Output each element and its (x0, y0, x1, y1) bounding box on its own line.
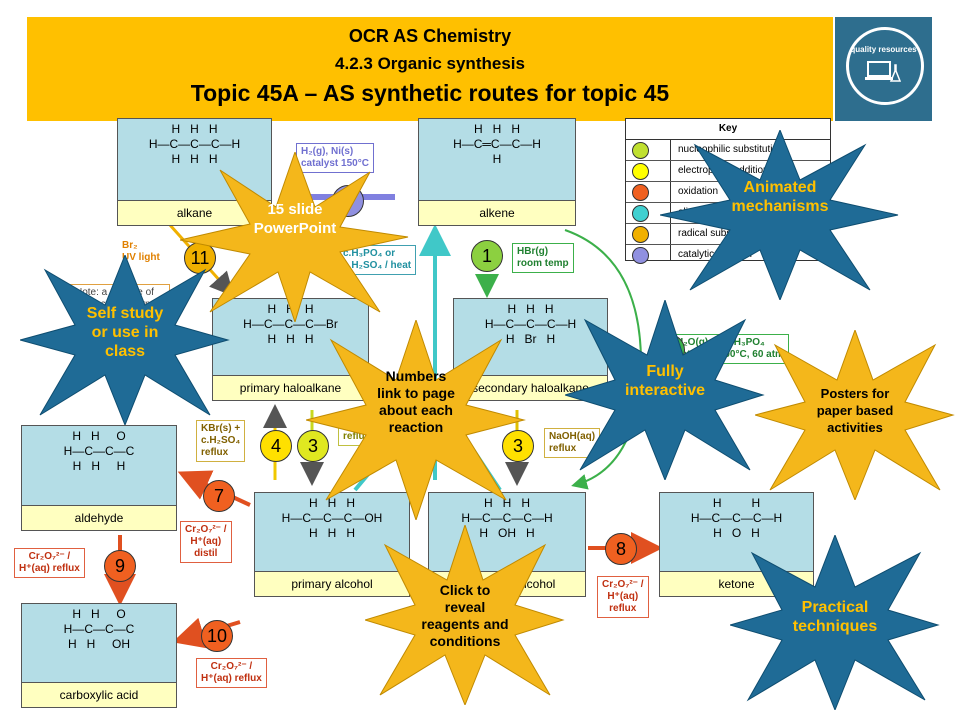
key-dot-icon (632, 247, 649, 264)
title-banner: OCR AS Chemistry 4.2.3 Organic synthesis… (27, 17, 833, 121)
conditions-9: Cr₂O₇²⁻ / H⁺(aq) reflux (14, 548, 85, 578)
logo-circle (846, 27, 924, 105)
name-alkene: alkene (419, 200, 575, 225)
reaction-number-3a[interactable]: 3 (297, 430, 329, 462)
conditions-8: Cr₂O₇²⁻ / H⁺(aq) reflux (597, 576, 649, 618)
molecule-carboxylic-acid[interactable]: H H O H—C—C—C H H OH carboxylic acid (21, 603, 177, 708)
star-posters (755, 330, 955, 500)
conditions-10: Cr₂O₇²⁻ / H⁺(aq) reflux (196, 658, 267, 688)
star-numbers (306, 320, 526, 520)
reaction-number-3b[interactable]: 3 (502, 430, 534, 462)
star-animated (660, 130, 899, 300)
logo: quality resources (835, 17, 932, 121)
name-primary-haloalkane: primary haloalkane (213, 375, 368, 400)
key-dot-icon (632, 205, 649, 222)
conditions-1: HBr(g) room temp (512, 243, 574, 273)
structure-secondary-alcohol: H H H H—C—C—C—H H OH H (461, 496, 553, 540)
star-self-study (20, 255, 230, 425)
molecule-secondary-haloalkane[interactable]: H H H H—C—C—C—H H Br H secondary haloalk… (453, 298, 608, 401)
star-click-reveal (365, 525, 565, 705)
key-dot-icon (632, 226, 649, 243)
reaction-number-11[interactable]: 11 (184, 242, 216, 274)
reaction-number-1[interactable]: 1 (471, 240, 503, 272)
key-divider (670, 139, 671, 260)
molecule-primary-alcohol[interactable]: H H H H—C—C—C—OH H H H primary alcohol (254, 492, 410, 597)
key-dot-icon (632, 142, 649, 159)
star-powerpoint (180, 152, 409, 322)
molecule-alkene[interactable]: H H H H—C═C—C—H H alkene (418, 118, 576, 226)
star-interactive (565, 300, 765, 480)
name-aldehyde: aldehyde (22, 505, 176, 530)
star-text-click-reveal: Click to reveal reagents and conditions (421, 582, 509, 649)
molecule-aldehyde[interactable]: H H O H—C—C—C H H H aldehyde (21, 425, 177, 531)
star-text-self-study: Self study or use in class (86, 305, 164, 360)
star-text-practical: Practical techniques (792, 599, 878, 635)
key-label: oxidation (678, 186, 719, 197)
key-title: Key (626, 119, 830, 140)
structure-ketone: H H H—C—C—C—H H O H (690, 496, 783, 540)
structure-alkane: H H H H—C—C—C—H H H H (148, 122, 241, 166)
star-text-numbers: Numbers link to page about each reaction (377, 368, 455, 435)
star-text-interactive: Fully interactive (624, 363, 706, 399)
name-primary-alcohol: primary alcohol (255, 571, 409, 596)
course-title: OCR AS Chemistry (348, 26, 512, 46)
key-label: nucleophilic substitution (678, 144, 784, 155)
key-row: nucleophilic substitution (626, 140, 830, 161)
star-practical (730, 535, 940, 710)
reaction-number-7[interactable]: 7 (203, 480, 235, 512)
structure-aldehyde: H H O H—C—C—C H H H (63, 429, 135, 473)
reaction-number-9[interactable]: 9 (104, 550, 136, 582)
structure-primary-haloalkane: H H H H—C—C—C—Br H H H (243, 302, 338, 346)
structure-carboxylic-acid: H H O H—C—C—C H H OH (63, 607, 135, 651)
star-text-posters: Posters for paper based activities (816, 386, 894, 435)
topic-title: Topic 45A – AS synthetic routes for topi… (190, 80, 670, 106)
conditions-7: Cr₂O₇²⁻ / H⁺(aq) distil (180, 521, 232, 563)
logo-text: quality resources (850, 45, 917, 54)
reaction-number-8[interactable]: 8 (605, 533, 637, 565)
reaction-number-10[interactable]: 10 (201, 620, 233, 652)
key-label: radical substitution (678, 228, 761, 239)
star-text-animated: Animated mechanisms (731, 179, 829, 215)
name-carboxylic-acid: carboxylic acid (22, 682, 176, 707)
laptop-flask-icon (865, 61, 901, 82)
structure-secondary-haloalkane: H H H H—C—C—C—H H Br H (484, 302, 577, 346)
reaction-number-4[interactable]: 4 (260, 430, 292, 462)
star-text-powerpoint: 15 slide PowerPoint (253, 201, 337, 237)
key-dot-icon (632, 163, 649, 180)
key-dot-icon (632, 184, 649, 201)
module-title: 4.2.3 Organic synthesis (335, 54, 525, 73)
conditions-4: KBr(s) + c.H₂SO₄ reflux (196, 420, 246, 462)
structure-primary-alcohol: H H H H—C—C—C—OH H H H (281, 496, 383, 540)
structure-alkene: H H H H—C═C—C—H H (453, 122, 541, 166)
